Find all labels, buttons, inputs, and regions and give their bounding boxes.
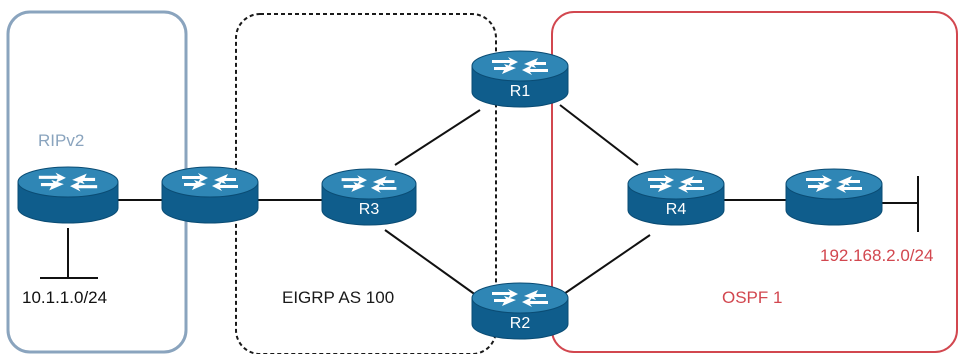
- router-label: R1: [510, 83, 531, 100]
- router-top: [161, 166, 259, 198]
- router-top: [471, 50, 569, 82]
- router-top: [785, 168, 883, 200]
- edge-router[interactable]: [785, 168, 883, 226]
- router-r4[interactable]: R4: [627, 168, 725, 226]
- link-r2-to-r4: [557, 234, 651, 299]
- link-r1-to-r4: [559, 104, 639, 166]
- eigrp-label: EIGRP AS 100: [282, 288, 394, 307]
- router-arrows-icon: [806, 175, 862, 193]
- router-arrows-icon: [492, 57, 548, 75]
- right-network-label: 192.168.2.0/24: [820, 246, 933, 265]
- router-top: [321, 168, 417, 200]
- ospf-domain-box: [551, 11, 958, 353]
- router-label: R4: [666, 201, 687, 218]
- rip-router[interactable]: [17, 166, 119, 224]
- ripv2-label: RIPv2: [38, 131, 84, 150]
- router-arrows-icon: [182, 173, 238, 191]
- router-r2[interactable]: R2: [471, 282, 569, 340]
- router-arrows-icon: [492, 289, 548, 307]
- link-r3-to-r2: [384, 229, 481, 299]
- router-top: [471, 282, 569, 314]
- router-top: [627, 168, 725, 200]
- boundary-router[interactable]: [161, 166, 259, 224]
- router-r1[interactable]: R1: [471, 50, 569, 108]
- router-label: R3: [359, 201, 380, 218]
- links: [67, 104, 918, 299]
- left-network-label: 10.1.1.0/24: [22, 288, 107, 307]
- router-arrows-icon: [648, 175, 704, 193]
- router-arrows-icon: [341, 175, 397, 193]
- router-arrows-icon: [38, 172, 98, 192]
- ospf-label: OSPF 1: [722, 288, 782, 307]
- router-label: R2: [510, 315, 531, 332]
- router-top: [17, 166, 119, 198]
- router-r3[interactable]: R3: [321, 168, 417, 226]
- link-r3-to-r1: [394, 109, 481, 166]
